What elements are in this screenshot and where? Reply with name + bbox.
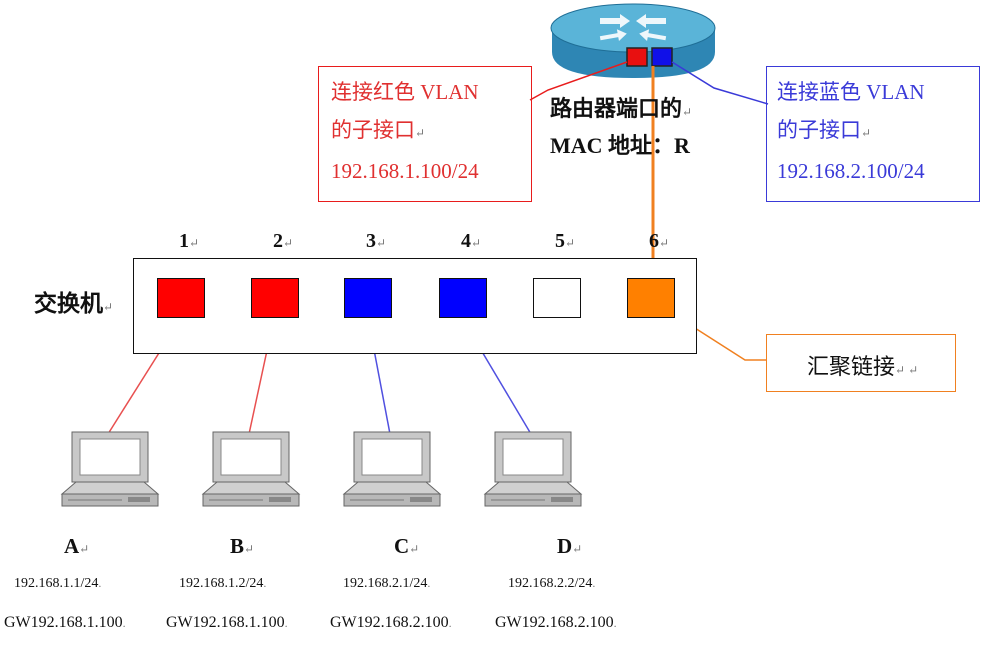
port-number-2: 2↵ [273, 230, 293, 253]
port-number-1: 1↵ [179, 230, 199, 253]
paragraph-mark: ↵ [659, 236, 670, 250]
host-ip: 192.168.1.2/24. [179, 576, 266, 592]
host-ip-text: 192.168.1.1/24 [14, 576, 99, 591]
switch-label-text: 交换机 [34, 291, 103, 316]
switch-port-6 [627, 278, 675, 318]
paragraph-mark: . [284, 616, 288, 630]
host-gateway-text: GW192.168.2.100 [495, 614, 614, 631]
blue-subinterface-line1: 连接蓝色 VLAN [777, 80, 925, 104]
red-subinterface-line3: 192.168.1.100/24 [331, 159, 479, 183]
paragraph-mark: . [613, 616, 617, 630]
host-ip: 192.168.2.2/24. [508, 576, 595, 592]
paragraph-mark: ↵ ↵ [895, 363, 919, 377]
paragraph-mark: ↵ [189, 236, 200, 250]
port-number-text: 6 [649, 230, 659, 252]
host-ip: 192.168.2.1/24. [343, 576, 430, 592]
host-name-text: B [230, 534, 245, 558]
host-gateway: GW192.168.2.100. [330, 614, 452, 632]
blue-callout-line [671, 61, 769, 105]
host-name: A↵ [64, 534, 89, 559]
trunk-label-text: 汇聚链接 [807, 354, 896, 379]
switch-label: 交换机↵ [34, 284, 113, 318]
paragraph-mark: ↵ [682, 105, 693, 119]
computer-icon [201, 431, 301, 507]
paragraph-mark: ↵ [376, 236, 387, 250]
switch-port-2 [251, 278, 299, 318]
paragraph-mark: ↵ [861, 126, 872, 140]
paragraph-mark: ↵ [283, 236, 294, 250]
router-red-port [626, 47, 648, 67]
paragraph-mark: ↵ [565, 236, 576, 250]
port-number-text: 1 [179, 230, 189, 252]
trunk-label-box: 汇聚链接↵ ↵ [766, 334, 956, 392]
paragraph-mark: . [122, 616, 126, 630]
switch-port-4 [439, 278, 487, 318]
host-name: B↵ [230, 534, 254, 559]
paragraph-mark: . [98, 576, 102, 590]
port-number-text: 3 [366, 230, 376, 252]
red-subinterface-line2: 的子接口 [331, 118, 415, 142]
paragraph-mark: ↵ [244, 542, 255, 556]
computer-icon [483, 431, 583, 507]
port-number-5: 5↵ [555, 230, 575, 253]
host-gateway-text: GW192.168.1.100 [4, 614, 123, 631]
host-ip-text: 192.168.2.1/24 [343, 576, 428, 591]
host-ip: 192.168.1.1/24. [14, 576, 101, 592]
trunk-callout-line [672, 313, 766, 361]
blue-subinterface-line3: 192.168.2.100/24 [777, 159, 925, 183]
router-label-line1: 路由器端口的 [550, 96, 683, 121]
port-number-6: 6↵ [649, 230, 669, 253]
host-name: C↵ [394, 534, 419, 559]
host-ip-text: 192.168.2.2/24 [508, 576, 593, 591]
switch-port-3 [344, 278, 392, 318]
paragraph-mark: ↵ [409, 542, 420, 556]
paragraph-mark: ↵ [572, 542, 583, 556]
host-gateway: GW192.168.1.100. [4, 614, 126, 632]
paragraph-mark: . [263, 576, 267, 590]
paragraph-mark: ↵ [103, 300, 114, 314]
computer-icon [342, 431, 442, 507]
paragraph-mark: . [448, 616, 452, 630]
port-number-text: 4 [461, 230, 471, 252]
switch-port-5 [533, 278, 581, 318]
host-name-text: A [64, 534, 80, 558]
red-subinterface-line1: 连接红色 VLAN [331, 80, 479, 104]
router-label: 路由器端口的↵ MAC 地址：R [550, 92, 692, 163]
host-gateway-text: GW192.168.1.100 [166, 614, 285, 631]
router-label-line2: MAC 地址：R [550, 133, 690, 158]
port-number-text: 5 [555, 230, 565, 252]
router-icon [550, 3, 716, 78]
blue-subinterface-line2: 的子接口 [777, 118, 861, 142]
host-gateway-text: GW192.168.2.100 [330, 614, 449, 631]
paragraph-mark: ↵ [415, 126, 426, 140]
paragraph-mark: . [592, 576, 596, 590]
host-ip-text: 192.168.1.2/24 [179, 576, 264, 591]
paragraph-mark: ↵ [471, 236, 482, 250]
blue-subinterface-box: 连接蓝色 VLAN 的子接口↵ 192.168.2.100/24 [766, 66, 980, 202]
computer-icon [60, 431, 160, 507]
host-name-text: D [557, 534, 573, 558]
paragraph-mark: ↵ [79, 542, 90, 556]
switch-body [133, 258, 697, 354]
red-subinterface-box: 连接红色 VLAN 的子接口↵ 192.168.1.100/24 [318, 66, 532, 202]
red-callout-line [529, 61, 628, 101]
port-number-text: 2 [273, 230, 283, 252]
port-number-4: 4↵ [461, 230, 481, 253]
paragraph-mark: . [427, 576, 431, 590]
router-blue-port [651, 47, 673, 67]
switch-port-1 [157, 278, 205, 318]
host-gateway: GW192.168.2.100. [495, 614, 617, 632]
host-gateway: GW192.168.1.100. [166, 614, 288, 632]
port-number-3: 3↵ [366, 230, 386, 253]
host-name: D↵ [557, 534, 582, 559]
host-name-text: C [394, 534, 410, 558]
